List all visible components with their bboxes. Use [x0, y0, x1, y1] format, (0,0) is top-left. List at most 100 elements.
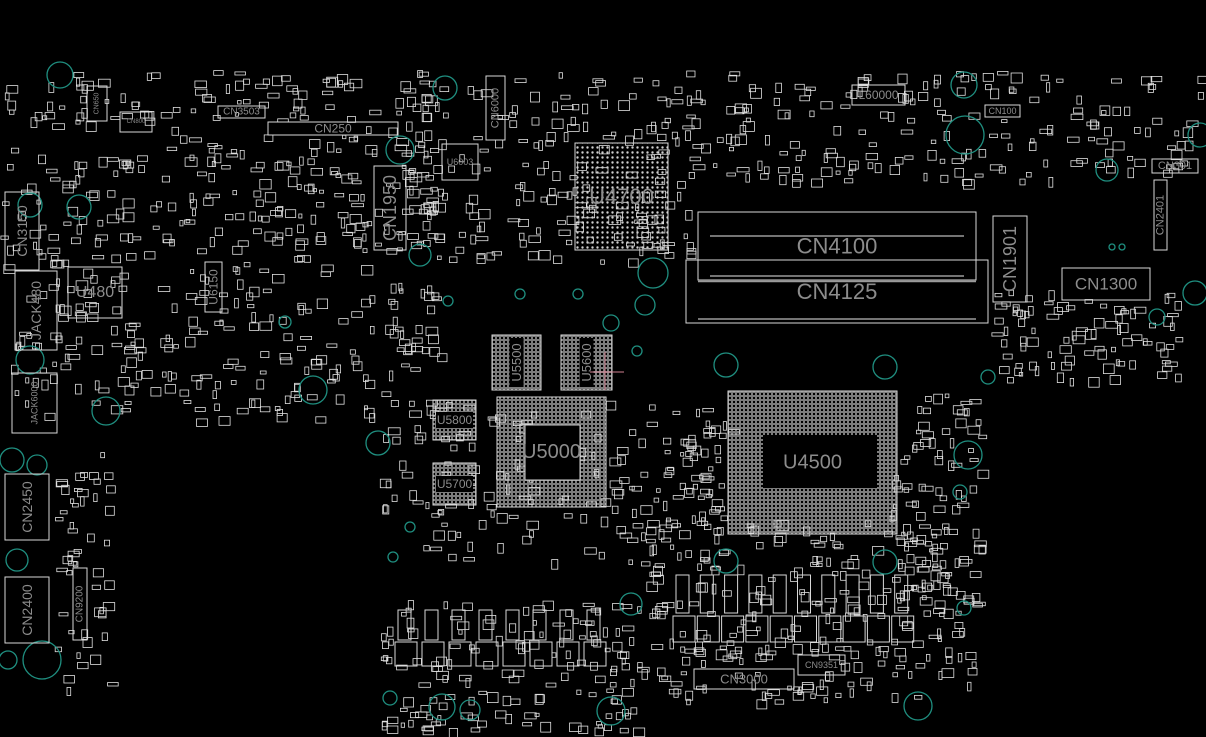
smd-component[interactable]	[820, 101, 833, 110]
smd-component[interactable]	[611, 505, 619, 514]
smd-component[interactable]	[671, 99, 684, 105]
smd-component[interactable]	[72, 502, 79, 508]
component-u4500[interactable]: U4500	[727, 390, 898, 535]
smd-component[interactable]	[652, 80, 660, 87]
smd-component[interactable]	[615, 712, 624, 721]
smd-component[interactable]	[584, 547, 597, 555]
smd-component[interactable]	[551, 118, 564, 129]
smd-component[interactable]	[1130, 308, 1136, 320]
smd-component[interactable]	[431, 292, 440, 300]
smd-component[interactable]	[629, 93, 637, 100]
smd-component[interactable]	[59, 105, 66, 110]
diode[interactable]	[586, 609, 601, 641]
smd-component[interactable]	[839, 590, 850, 595]
smd-component[interactable]	[939, 560, 947, 569]
smd-component[interactable]	[835, 692, 842, 698]
smd-component[interactable]	[633, 77, 643, 83]
component-cn1300[interactable]: CN1300	[1061, 267, 1151, 301]
smd-component[interactable]	[406, 121, 413, 132]
smd-component[interactable]	[952, 505, 961, 515]
smd-component[interactable]	[62, 259, 70, 267]
smd-component[interactable]	[255, 83, 268, 89]
smd-component[interactable]	[91, 584, 101, 590]
smd-component[interactable]	[3, 264, 16, 275]
smd-component[interactable]	[973, 544, 987, 554]
smd-component[interactable]	[665, 519, 679, 529]
smd-component[interactable]	[403, 697, 415, 708]
smd-component[interactable]	[64, 353, 70, 363]
smd-component[interactable]	[877, 660, 886, 667]
smd-component[interactable]	[473, 90, 483, 101]
smd-component[interactable]	[955, 610, 962, 616]
smd-component[interactable]	[779, 174, 787, 186]
smd-component[interactable]	[196, 248, 207, 255]
smd-component[interactable]	[1067, 136, 1080, 143]
smd-component[interactable]	[649, 613, 657, 620]
smd-component[interactable]	[609, 480, 623, 489]
smd-component[interactable]	[354, 239, 362, 249]
smd-component[interactable]	[24, 400, 30, 408]
smd-component[interactable]	[196, 418, 208, 427]
smd-component[interactable]	[551, 652, 557, 658]
smd-component[interactable]	[659, 524, 672, 533]
smd-component[interactable]	[190, 108, 197, 114]
smd-component[interactable]	[933, 393, 943, 405]
smd-component[interactable]	[686, 488, 693, 495]
smd-component[interactable]	[523, 631, 535, 641]
smd-component[interactable]	[351, 311, 363, 318]
smd-component[interactable]	[559, 637, 565, 648]
smd-component[interactable]	[718, 549, 729, 556]
smd-component[interactable]	[972, 528, 980, 539]
smd-component[interactable]	[349, 78, 363, 89]
smd-component[interactable]	[111, 276, 121, 284]
smd-component[interactable]	[632, 523, 644, 529]
smd-component[interactable]	[304, 366, 310, 375]
smd-component[interactable]	[847, 681, 855, 688]
smd-component[interactable]	[1029, 96, 1040, 104]
smd-component[interactable]	[755, 653, 767, 662]
smd-component[interactable]	[202, 94, 213, 103]
smd-component[interactable]	[122, 212, 135, 223]
smd-component[interactable]	[385, 657, 393, 665]
smd-component[interactable]	[923, 407, 931, 415]
component-cn6000[interactable]: CN6000	[485, 75, 506, 141]
smd-component[interactable]	[595, 80, 606, 87]
smd-component[interactable]	[487, 416, 497, 421]
smd-component[interactable]	[748, 84, 756, 93]
smd-component[interactable]	[764, 693, 773, 699]
smd-component[interactable]	[25, 377, 30, 384]
smd-component[interactable]	[431, 296, 442, 302]
smd-component[interactable]	[418, 141, 426, 149]
smd-component[interactable]	[518, 138, 529, 143]
smd-component[interactable]	[651, 644, 664, 650]
smd-component[interactable]	[941, 668, 955, 678]
component-u6003[interactable]: U6003	[441, 143, 479, 181]
smd-component[interactable]	[313, 188, 317, 193]
smd-component[interactable]	[923, 610, 931, 617]
smd-component[interactable]	[52, 361, 57, 367]
smd-component[interactable]	[41, 379, 49, 391]
smd-component[interactable]	[833, 126, 842, 136]
smd-component[interactable]	[924, 541, 933, 547]
smd-component[interactable]	[218, 292, 228, 298]
smd-component[interactable]	[933, 580, 941, 590]
smd-component[interactable]	[646, 581, 658, 592]
smd-component[interactable]	[172, 107, 181, 113]
smd-component[interactable]	[235, 80, 245, 91]
smd-component[interactable]	[243, 78, 250, 85]
smd-component[interactable]	[637, 666, 650, 673]
smd-component[interactable]	[235, 365, 246, 371]
smd-component[interactable]	[657, 611, 666, 620]
component-cn301[interactable]: CN301	[1151, 158, 1199, 174]
smd-component[interactable]	[820, 535, 828, 543]
smd-component[interactable]	[232, 266, 239, 272]
smd-component[interactable]	[395, 98, 404, 109]
smd-component[interactable]	[1088, 136, 1095, 142]
smd-component[interactable]	[486, 252, 496, 261]
smd-component[interactable]	[696, 408, 700, 418]
smd-component[interactable]	[259, 321, 273, 331]
smd-component[interactable]	[595, 607, 602, 616]
smd-component[interactable]	[134, 347, 147, 354]
smd-component[interactable]	[78, 168, 85, 178]
smd-component[interactable]	[340, 217, 346, 229]
